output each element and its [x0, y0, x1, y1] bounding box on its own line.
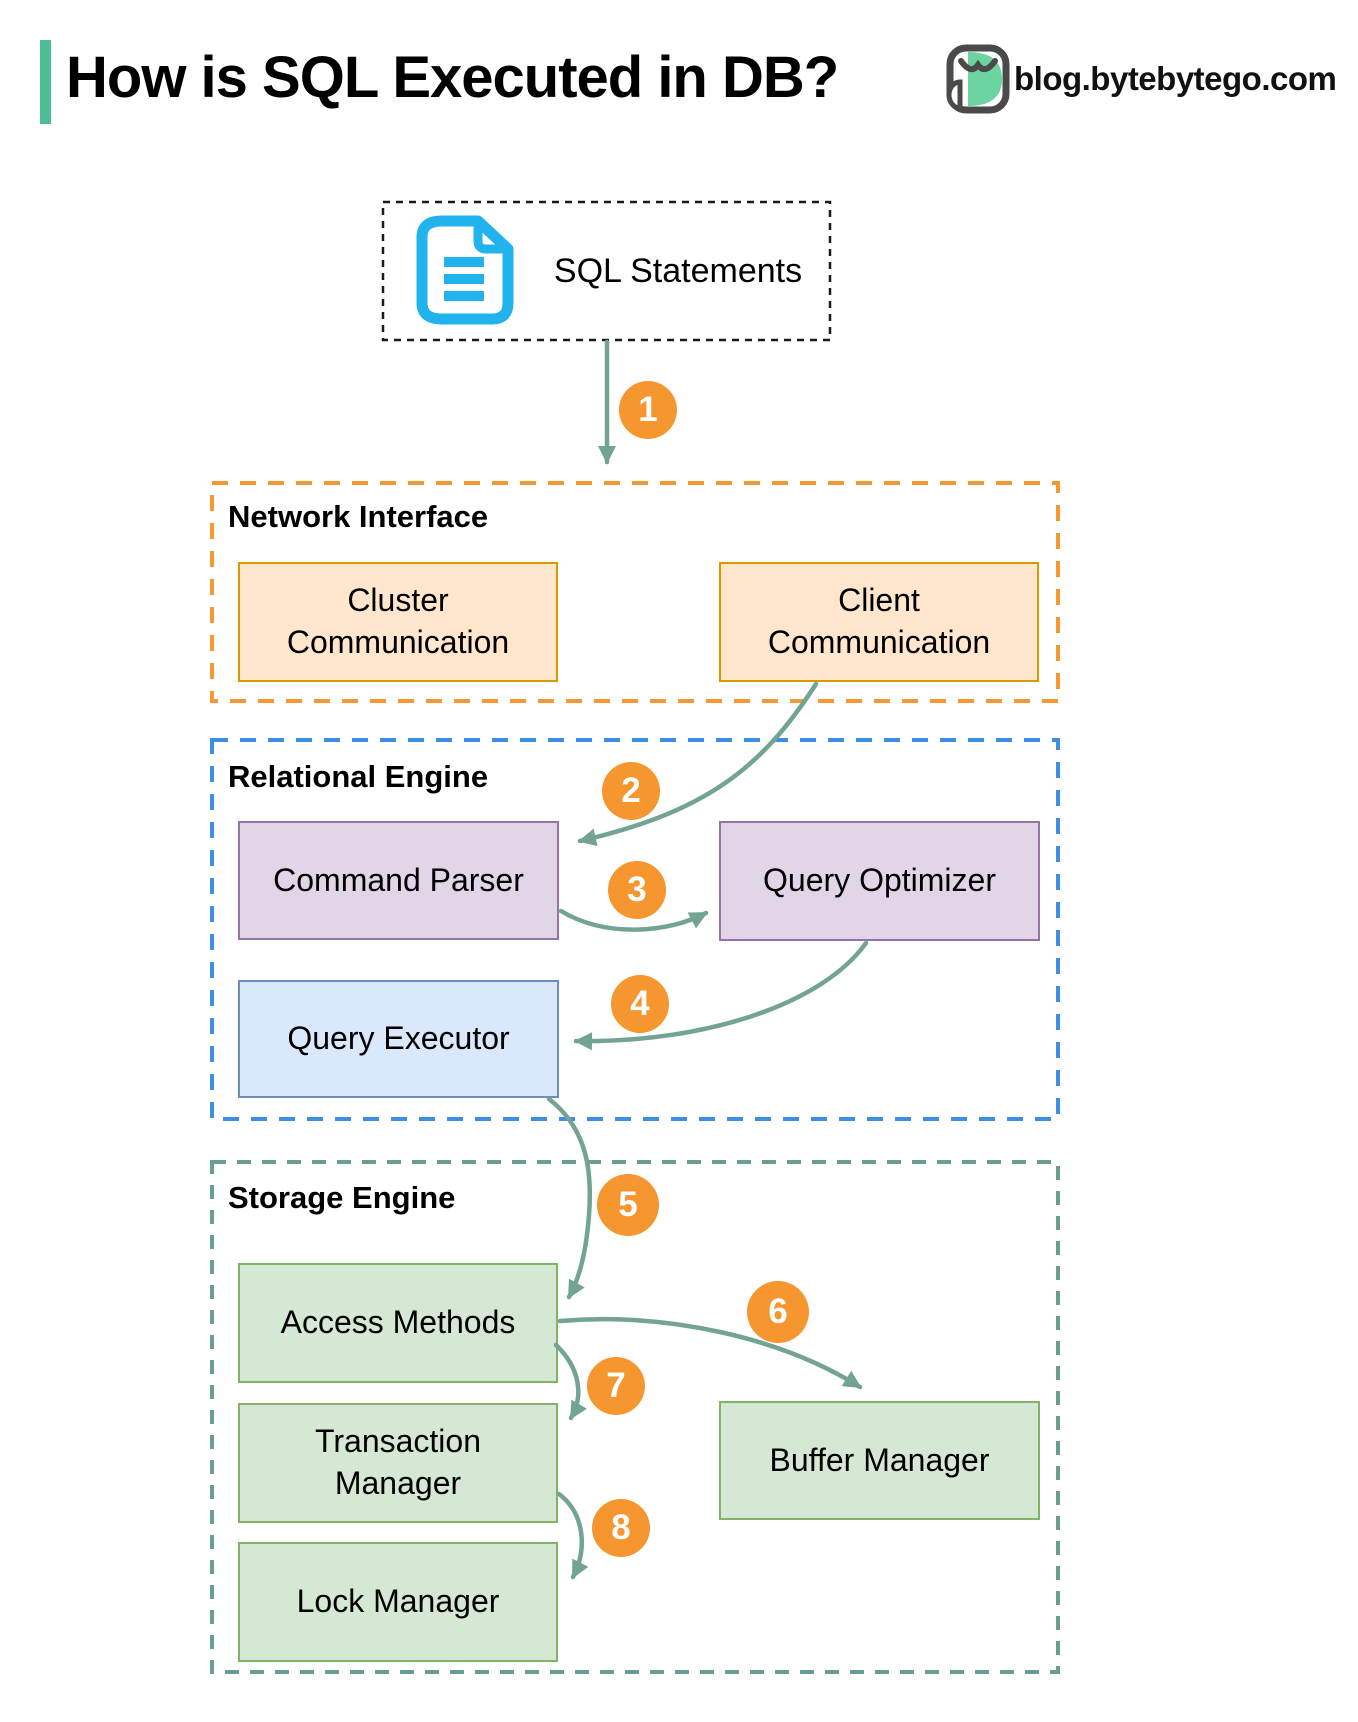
arrow-7-access-to-transaction	[553, 1342, 587, 1421]
node-client-communication: Client Communication	[719, 562, 1039, 682]
node-label: Access Methods	[280, 1304, 516, 1341]
node-label: Query Executor	[287, 1020, 510, 1057]
document-icon	[416, 215, 514, 325]
step-badge-6: 6	[747, 1281, 809, 1343]
step-badge-7: 7	[587, 1357, 645, 1415]
node-transaction-manager: Transaction Manager	[238, 1403, 558, 1523]
step-badge-5: 5	[597, 1174, 659, 1236]
node-access-methods: Access Methods	[238, 1263, 558, 1383]
page-title: How is SQL Executed in DB?	[66, 45, 839, 110]
step-badge-8: 8	[592, 1499, 650, 1557]
section-label-relational-engine: Relational Engine	[228, 759, 489, 794]
node-label: Transaction Manager	[315, 1423, 481, 1501]
site-url: blog.bytebytego.com	[1014, 60, 1337, 97]
node-query-optimizer: Query Optimizer	[719, 821, 1040, 941]
node-label: Buffer Manager	[769, 1441, 990, 1478]
arrow-2-client-to-parser	[577, 681, 819, 847]
node-label: Query Optimizer	[763, 862, 996, 899]
node-label: Cluster Communication	[286, 582, 510, 660]
title-accent-bar	[40, 40, 51, 124]
node-lock-manager: Lock Manager	[238, 1542, 558, 1662]
step-badge-4: 4	[611, 975, 669, 1033]
node-cluster-communication: Cluster Communication	[238, 562, 558, 682]
step-badge-2: 2	[602, 762, 660, 820]
step-badge-3: 3	[608, 861, 666, 919]
node-label: Lock Manager	[296, 1583, 500, 1620]
arrow-8-transaction-to-lock	[556, 1491, 589, 1580]
node-query-executor: Query Executor	[238, 980, 559, 1098]
node-label: Command Parser	[273, 861, 524, 898]
step-badge-1: 1	[619, 381, 677, 439]
node-buffer-manager: Buffer Manager	[719, 1401, 1040, 1520]
bytebytego-logo-icon	[946, 44, 1010, 114]
section-label-storage-engine: Storage Engine	[228, 1180, 456, 1215]
section-label-network-interface: Network Interface	[228, 499, 489, 534]
sql-statements-label: SQL Statements	[553, 251, 803, 290]
node-label: Client Communication	[767, 582, 991, 660]
node-command-parser: Command Parser	[238, 821, 559, 940]
